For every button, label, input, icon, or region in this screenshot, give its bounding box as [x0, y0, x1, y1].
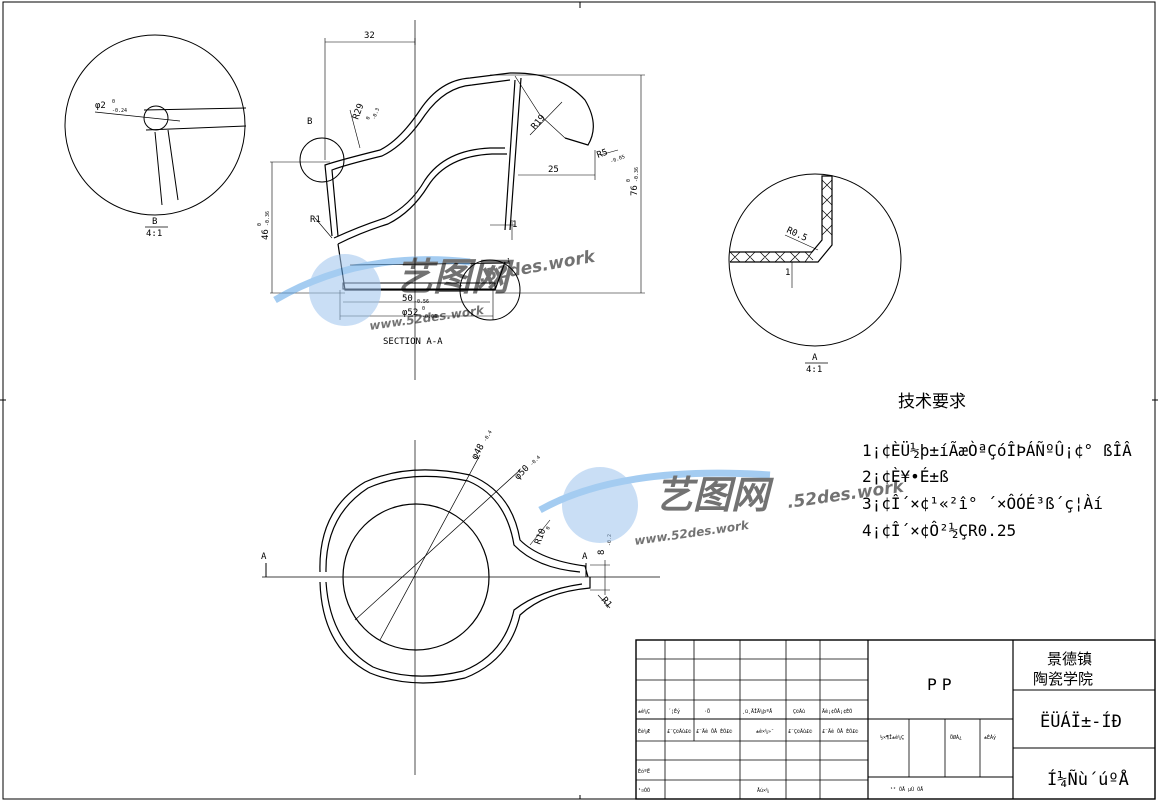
tb-weight: ÖØÁ¿	[950, 734, 962, 741]
detail-b-letter: B	[152, 217, 157, 227]
dim-dia50: φ50	[513, 464, 532, 483]
watermark-2-brand: 艺图网	[655, 473, 774, 517]
tb-design-4: £¨Ç©Ãû£©	[788, 728, 813, 735]
dim-32: 32	[364, 31, 375, 41]
tb-stage: ½×¶Î±ê¼Ç	[880, 734, 904, 741]
detail-a-view	[728, 173, 902, 347]
watermark-2-url-bottom: www.52des.work	[633, 518, 750, 548]
tb-check: ÉóºË	[638, 767, 650, 775]
dim-dia2-tol-top: 0	[112, 99, 115, 105]
detail-b-scale: 4:1	[146, 229, 162, 239]
dim-46: 46	[261, 229, 271, 240]
watermark-1-url-top: .52des.work	[477, 247, 598, 287]
dim-r29: R29	[351, 102, 366, 121]
title-school-line1: 景德镇	[1047, 650, 1092, 668]
watermark-1-url-bottom: www.52des.work	[368, 303, 485, 333]
dim-46-tol-bot: -0.36	[265, 211, 271, 226]
dim-r19: R19	[530, 113, 548, 132]
section-arrow-a-right: A	[582, 552, 588, 562]
tech-requirements-title: 技术要求	[898, 392, 966, 412]
dim-r29-tol-top: 0	[365, 116, 372, 121]
dim-76: 76	[630, 185, 640, 196]
dim-dia2: φ2	[95, 101, 106, 111]
dim-r29-tol-bot: -0.3	[371, 107, 381, 120]
dim-r5: R5	[596, 148, 610, 161]
title-school-line2: 陶瓷学院	[1033, 670, 1093, 688]
dim-dia48-tol: -0.4	[483, 430, 494, 443]
dim-76-tol-bot: -0.36	[634, 167, 640, 182]
dim-dia52-tol-bot: -0.64	[422, 314, 437, 320]
watermark-2: 艺图网 .52des.work www.52des.work	[538, 467, 907, 548]
dim-dia2-tol-bot: -0.24	[112, 108, 127, 114]
dim-dia50-tol: -0.4	[529, 455, 542, 468]
tb-design-3: ±ê×¼»¯	[756, 728, 774, 735]
dim-thickness-1: 1	[512, 220, 517, 230]
dim-dia48: φ48	[470, 442, 487, 461]
dim-76-tol-top: 0	[626, 179, 632, 182]
tech-requirement-1: 1¡¢ÈÜ½þ±íÃæÒªÇóÎÞÁÑºÛ¡¢° ßÎÂ	[862, 441, 1132, 460]
tb-sheet: ¹² ÕÅ µÚ ÕÅ	[890, 786, 923, 793]
title-drawing-no: Í¼Ñù´úºÅ	[1047, 768, 1129, 790]
tb-process: ¹¤ÒÕ	[638, 787, 650, 794]
tb-mark-4: Ç©Ãû	[793, 708, 805, 715]
dim-50-tol: -0.56	[414, 299, 429, 305]
dim-dia52-tol-top: 0	[422, 306, 425, 312]
tb-mark-1: ´¦Êý	[668, 707, 680, 715]
watermark-1: 艺图网 .52des.work www.52des.work	[273, 247, 598, 333]
title-part-name: ËÜÁÏ±-ÍÐ	[1040, 710, 1122, 732]
tech-requirement-2: 2¡¢È¥•É±ß	[862, 467, 949, 486]
dim-detail-thickness: 1	[785, 268, 790, 278]
dim-thickness-1b: 1	[507, 258, 510, 264]
dim-25: 25	[548, 165, 559, 175]
dim-r10: R10	[533, 527, 548, 546]
dim-dia52: φ52	[402, 308, 418, 318]
dim-50: 50	[402, 294, 413, 304]
tech-requirement-4: 4¡¢Î´×¢Ô²½ÇR0.25	[862, 521, 1016, 540]
section-a-a-label: SECTION A-A	[383, 337, 443, 347]
section-arrow-a-left: A	[261, 552, 267, 562]
callout-b-letter: B	[307, 117, 312, 127]
watermark-1-brand: 艺图网	[395, 255, 514, 299]
tb-design-1: £¨Ç©Ãû£©	[667, 728, 692, 735]
title-block	[635, 639, 1156, 800]
tb-mark-2: ·Ö	[704, 708, 710, 715]
dim-r10-tol: 0	[545, 526, 552, 531]
detail-a-scale: 4:1	[806, 365, 822, 375]
dim-46-tol-top: 0	[257, 223, 263, 226]
tb-design-2: £¨Äê ÔÂ ÈÕ£©	[696, 727, 733, 735]
tb-approve: Åú×¼	[757, 787, 769, 794]
dim-8: 8	[597, 550, 607, 555]
dim-r05: R0.5	[785, 226, 809, 244]
tech-requirement-3: 3¡¢Î´×¢¹«²î° ´×ÔÓÉ³ß´ç¦Àí	[862, 494, 1103, 513]
section-a-a-view	[270, 20, 645, 380]
title-material: P P	[927, 675, 952, 694]
detail-b-view	[64, 34, 247, 216]
tb-mark-0: ±ê¼Ç	[638, 708, 650, 715]
tb-mark-5: Äê¡¢ÔÂ¡¢ÈÕ	[822, 707, 852, 715]
tb-scale: ±ÈÀý	[984, 733, 996, 741]
dim-r1: R1	[310, 215, 321, 225]
tb-mark-3: ¸ü¸ÄÎÄ¼þºÅ	[742, 708, 772, 715]
top-view	[262, 440, 660, 775]
tb-design-5: £¨Äê ÔÂ ÈÕ£©	[822, 727, 859, 735]
tb-design-0: Éè¼Æ	[638, 727, 650, 735]
detail-a-letter: A	[812, 353, 818, 363]
dim-r5-tol: -0.05	[610, 154, 626, 165]
